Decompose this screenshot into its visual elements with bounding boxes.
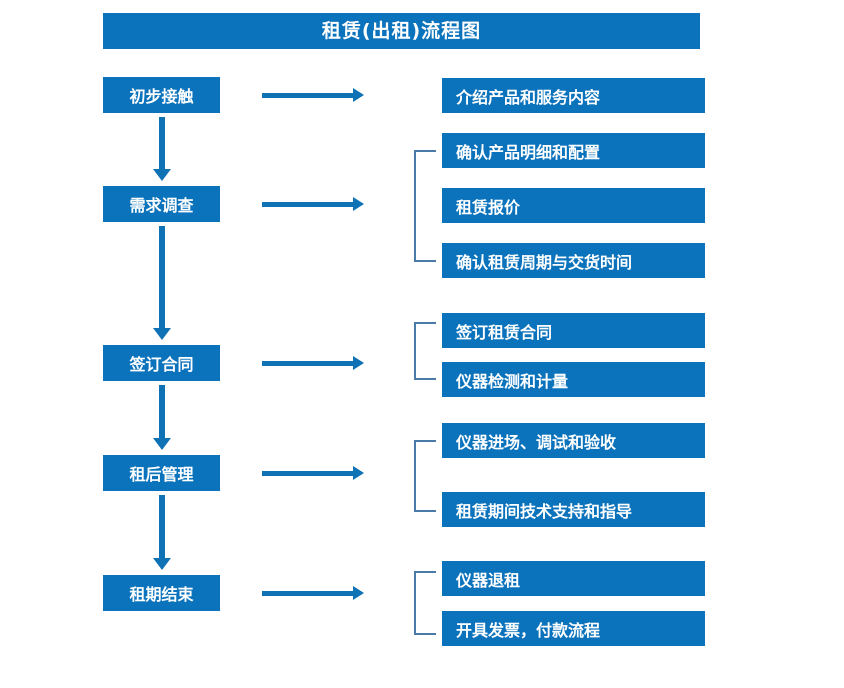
stage-box-initial-contact[interactable]: 初步接触 [103,77,220,113]
down-arrow-icon-3 [153,385,171,450]
flowchart-title-banner: 租赁(出租)流程图 [103,13,700,49]
stage-label: 租期结束 [129,585,194,604]
detail-label: 开具发票，付款流程 [456,620,601,640]
detail-box-instrument-arrival-commissioning-acceptance[interactable]: 仪器进场、调试和验收 [442,423,705,458]
detail-label: 介绍产品和服务内容 [456,87,601,107]
detail-label: 仪器检测和计量 [456,371,569,391]
group-bracket-5 [414,571,436,635]
right-arrow-icon-1 [262,88,364,102]
detail-label: 租赁报价 [456,197,521,217]
detail-box-confirm-product-details[interactable]: 确认产品明细和配置 [442,133,705,168]
detail-box-technical-support-during-lease[interactable]: 租赁期间技术支持和指导 [442,492,705,527]
detail-box-confirm-lease-period-delivery[interactable]: 确认租赁周期与交货时间 [442,243,705,278]
detail-box-lease-quotation[interactable]: 租赁报价 [442,188,705,223]
detail-box-invoice-payment-process[interactable]: 开具发票，付款流程 [442,611,705,646]
page-title: 租赁(出租)流程图 [321,19,482,42]
right-arrow-icon-2 [262,197,364,211]
detail-box-sign-lease-contract[interactable]: 签订租赁合同 [442,313,705,348]
detail-label: 租赁期间技术支持和指导 [456,501,633,521]
detail-box-instrument-inspection-metering[interactable]: 仪器检测和计量 [442,362,705,397]
stage-label: 需求调查 [129,196,194,215]
detail-label: 确认租赁周期与交货时间 [456,252,633,272]
group-bracket-4 [414,440,436,512]
detail-label: 确认产品明细和配置 [456,142,601,162]
stage-box-requirement-survey[interactable]: 需求调查 [103,186,220,222]
detail-box-intro-products-services[interactable]: 介绍产品和服务内容 [442,78,705,113]
stage-label: 签订合同 [129,355,194,374]
down-arrow-icon-1 [153,117,171,181]
group-bracket-3 [414,322,436,380]
stage-box-lease-end[interactable]: 租期结束 [103,575,220,611]
right-arrow-icon-5 [262,586,364,600]
stage-label: 租后管理 [129,465,194,484]
group-bracket-2 [414,150,436,262]
detail-box-instrument-return[interactable]: 仪器退租 [442,561,705,596]
detail-label: 仪器退租 [456,570,521,590]
detail-label: 签订租赁合同 [456,322,553,342]
down-arrow-icon-4 [153,495,171,570]
stage-label: 初步接触 [129,87,194,106]
right-arrow-icon-3 [262,356,364,370]
stage-box-post-lease-management[interactable]: 租后管理 [103,455,220,491]
detail-label: 仪器进场、调试和验收 [456,432,617,452]
stage-box-sign-contract[interactable]: 签订合同 [103,345,220,381]
down-arrow-icon-2 [153,226,171,340]
right-arrow-icon-4 [262,466,364,480]
